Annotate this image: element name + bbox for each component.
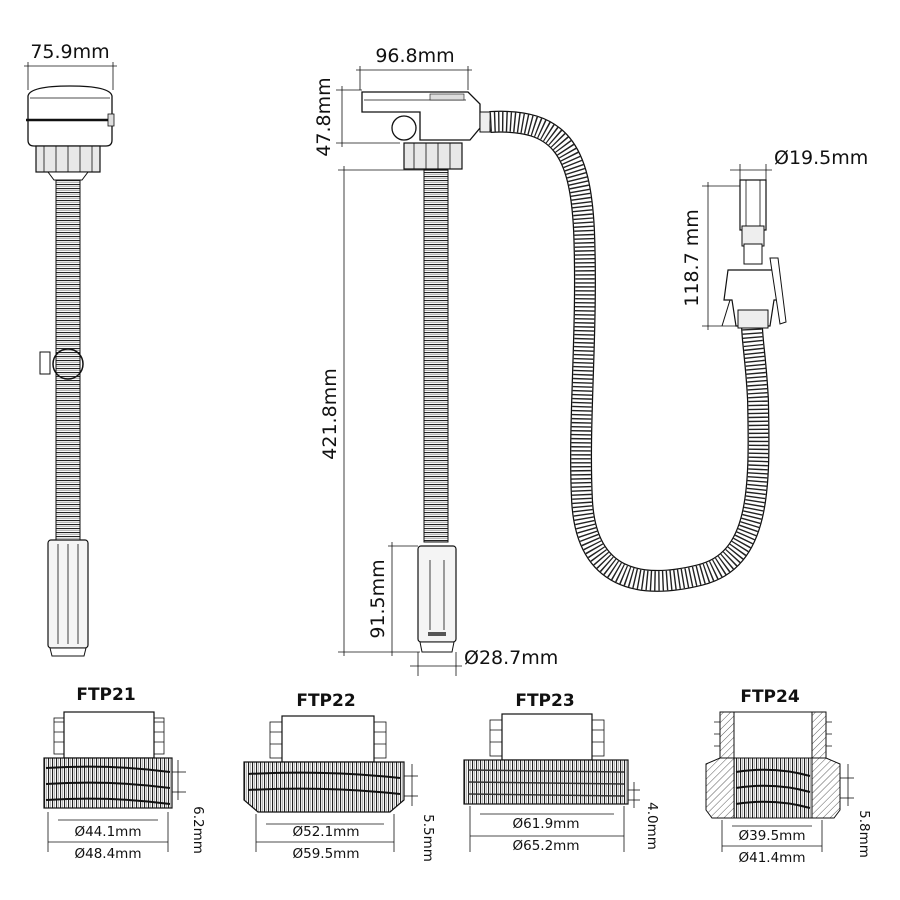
filter-length-label: 91.5mm (367, 559, 389, 638)
filter-diameter-dimension: Ø28.7mm (410, 647, 558, 676)
delivery-hose (489, 110, 770, 592)
adapter-outer-diameter: Ø48.4mm (75, 846, 142, 862)
nozzle-length-dimension: 118.7 mm (681, 182, 740, 330)
side-width-label: 75.9mm (30, 41, 109, 63)
adapter-inner-diameter: Ø44.1mm (75, 824, 142, 840)
nozzle: Ø19.5mm 118.7 mm (681, 147, 868, 330)
adapter-ftp24: FTP24 5.8mm Ø39.5mm Ø41.4mm (705, 687, 872, 866)
front-width-label: 96.8mm (375, 45, 454, 67)
adapter-ftp23: FTP23 4.0mm Ø61.9mm Ø65.2mm (463, 691, 660, 854)
adapter-pitch: 5.8mm (856, 810, 872, 858)
adapter-pitch: 5.5mm (420, 814, 436, 862)
adapter-ftp22: FTP22 5.5mm Ø52.1mm Ø59.5mm (243, 691, 436, 862)
filter-diameter-label: Ø28.7mm (464, 647, 558, 669)
front-width-dimension: 96.8mm (356, 45, 472, 90)
nozzle-diameter-dimension: Ø19.5mm (730, 147, 868, 180)
adapter-inner-diameter: Ø52.1mm (293, 824, 360, 840)
pump-side-view: 75.9mm (24, 41, 117, 657)
tube-length-label: 421.8mm (319, 368, 341, 459)
nozzle-diameter-label: Ø19.5mm (774, 147, 868, 169)
adapter-outer-diameter: Ø65.2mm (513, 838, 580, 854)
adapter-pitch: 6.2mm (190, 806, 206, 854)
adapter-outer-diameter: Ø41.4mm (739, 850, 806, 866)
tube-length-dimension: 421.8mm (319, 166, 424, 656)
adapter-title: FTP22 (296, 691, 355, 711)
adapter-pitch: 4.0mm (644, 802, 660, 850)
adapter-title: FTP23 (515, 691, 574, 711)
adapter-title: FTP24 (740, 687, 799, 707)
head-height-dimension: 47.8mm (313, 77, 400, 157)
adapter-inner-diameter: Ø39.5mm (739, 828, 806, 844)
pump-front-view: 96.8mm 47.8mm 421.8mm (313, 45, 558, 676)
adapter-ftp21: FTP21 6.2mm Ø44.1mm Ø48.4mm (43, 685, 206, 862)
filter-length-dimension: 91.5mm (367, 542, 418, 656)
adapter-outer-diameter: Ø59.5mm (293, 846, 360, 862)
side-width-dimension: 75.9mm (24, 41, 117, 90)
adapter-title: FTP21 (76, 685, 135, 705)
adapter-inner-diameter: Ø61.9mm (513, 816, 580, 832)
head-height-label: 47.8mm (313, 77, 335, 156)
nozzle-length-label: 118.7 mm (681, 209, 703, 306)
